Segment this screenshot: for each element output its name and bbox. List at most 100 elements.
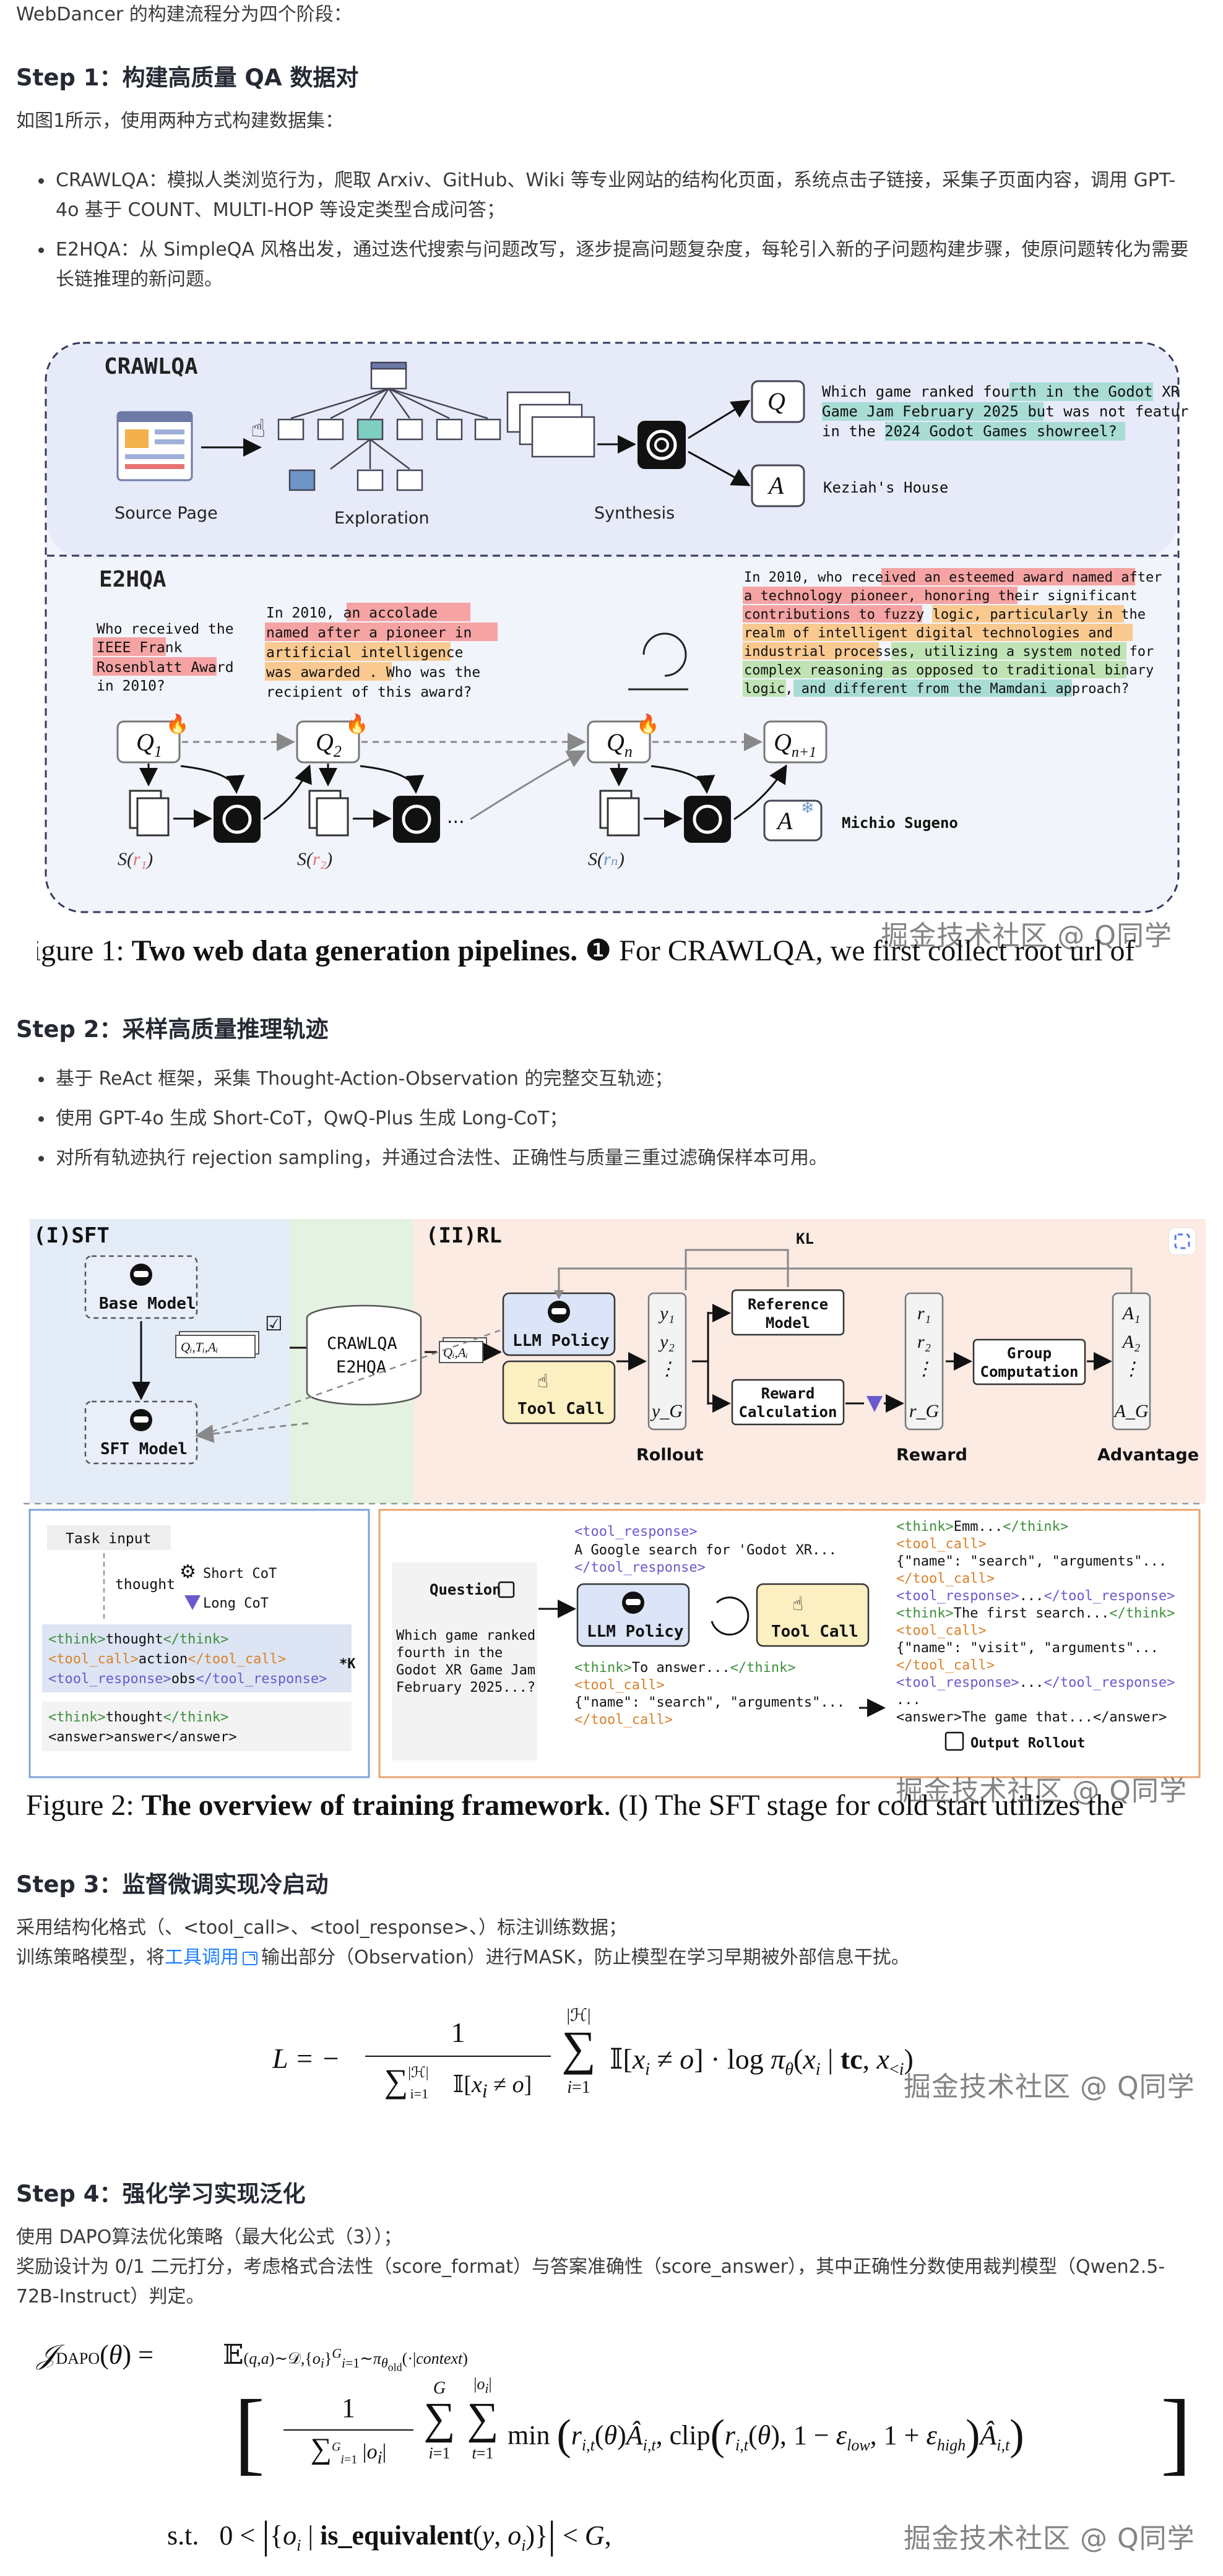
svg-text:complex reasoning as opposed t: complex reasoning as opposed to traditio… [744, 663, 1154, 678]
svg-text:y₂: y₂ [658, 1332, 675, 1352]
svg-text:Base Model: Base Model [99, 1294, 196, 1313]
svg-text:<tool_call>: <tool_call> [896, 1536, 987, 1552]
svg-text:Model: Model [766, 1314, 810, 1332]
list-item: 使用 GPT-4o 生成 Short-CoT，QwQ-Plus 生成 Long-… [16, 1104, 1198, 1134]
crawl-answer: Keziah's House [823, 479, 948, 496]
svg-text:⋮: ⋮ [658, 1359, 676, 1379]
reference-model-box [731, 1289, 845, 1336]
svg-text:Long CoT: Long CoT [203, 1596, 269, 1611]
svg-text:Task input: Task input [66, 1531, 151, 1547]
svg-text:<tool_call>: <tool_call> [574, 1678, 665, 1693]
svg-text:IEEE Frank: IEEE Frank [97, 640, 183, 656]
figure-1-diagram: CRAWLQA Source Page ☝ [45, 342, 1188, 913]
svg-text:LLM Policy: LLM Policy [512, 1332, 610, 1350]
pipeline-2: ... S(r₂) [297, 750, 586, 869]
step4-heading: Step 4：强化学习实现泛化 [16, 2181, 306, 2207]
base-model-box [84, 1255, 198, 1319]
svg-text:realm of intelligent digital t: realm of intelligent digital technologie… [744, 626, 1113, 641]
svg-text:fourth in the: fourth in the [396, 1645, 503, 1661]
svg-text:thought: thought [115, 1577, 175, 1593]
svg-text:<tool_response>...</tool_respo: <tool_response>...</tool_response> [896, 1675, 1175, 1691]
svg-text:Who received the: Who received the [97, 621, 234, 637]
pipeline-n: S(rₙ) [588, 764, 787, 869]
crawlqa-panel [47, 344, 1177, 558]
crawl-question: Which game ranked fourth in the Godot XR… [822, 382, 1188, 441]
svg-text:A₁: A₁ [1121, 1303, 1141, 1324]
figure-2-diagram: (I)SFT (II)RL Base Model SFT Model Qᵢ,Tᵢ… [24, 1219, 1206, 1778]
svg-text:was awarded . Who was the: was awarded . Who was the [266, 665, 480, 681]
svg-text:A: A [776, 807, 793, 835]
step2-heading: Step 2：采样高质量推理轨迹 [16, 1016, 329, 1043]
svg-text:Qᵢ,Aᵢ: Qᵢ,Aᵢ [443, 1345, 468, 1360]
figure-2: (I)SFT (II)RL Base Model SFT Model Qᵢ,Tᵢ… [17, 1213, 1206, 1844]
flame-icons: 🔥 🔥 🔥 [166, 713, 659, 735]
svg-text:<answer>The game that...</answ: <answer>The game that...</answer> [896, 1710, 1167, 1725]
svg-text:</tool_response>: </tool_response> [574, 1560, 706, 1575]
reward-calc-box [731, 1379, 845, 1426]
svg-text:Rosenblatt Award: Rosenblatt Award [97, 660, 234, 676]
svg-text:S(r₁): S(r₁) [118, 849, 153, 869]
list-item: E2HQA：从 SimpleQA 风格出发，通过迭代搜索与问题改写，逐步提高问题… [16, 235, 1198, 295]
a-letter: A [767, 472, 784, 499]
svg-text:S(rₙ): S(rₙ) [588, 849, 624, 869]
svg-text:Calculation: Calculation [739, 1403, 837, 1421]
step2-list: 基于 ReAct 框架，采集 Thought-Action-Observatio… [16, 1064, 1198, 1183]
loss-equation: L = − 1 ∑|ℋ|i=1 𝕀[xi ≠ o] |ℋ| ∑ i=1 𝕀[xi… [272, 2006, 1195, 2103]
llm-policy-box-2 [576, 1583, 690, 1647]
pipeline-1: S(r₁) [118, 764, 312, 869]
watermark: 掘金技术社区 @ Q同学 [904, 2523, 1195, 2554]
svg-text:(II)RL: (II)RL [426, 1223, 502, 1248]
r-column [904, 1292, 944, 1431]
svg-text:🔥: 🔥 [345, 713, 368, 735]
watermark: 掘金技术社区 @ Q同学 [904, 2071, 1195, 2103]
svg-text:Qᵢ,Tᵢ,Aᵢ: Qᵢ,Tᵢ,Aᵢ [181, 1340, 218, 1355]
task-input-box [47, 1525, 171, 1550]
svg-text:Short CoT: Short CoT [203, 1566, 277, 1582]
svg-text:In 2010, who received an estee: In 2010, who received an esteemed award … [744, 570, 1162, 585]
svg-text:Game Jam February 2025 but was: Game Jam February 2025 but was not featu… [822, 403, 1188, 420]
svg-text:Computation: Computation [980, 1363, 1079, 1381]
exploration-label: Exploration [334, 509, 430, 528]
step1-heading: Step 1：构建高质量 QA 数据对 [16, 64, 359, 91]
list-item: CRAWLQA：模拟人类浏览行为，爬取 Arxiv、GitHub、Wiki 等专… [16, 166, 1198, 225]
qa-docs: Qᵢ,Aᵢ [439, 1337, 487, 1363]
svg-text:LLM Policy: LLM Policy [587, 1622, 684, 1641]
watermark: 掘金技术社区 @ Q同学 [896, 1775, 1187, 1807]
click-hand-icon: ☝ [251, 415, 266, 443]
external-link-icon[interactable] [243, 1952, 257, 1965]
step1-lead: 如图1所示，使用两种方式构建数据集： [16, 110, 344, 132]
svg-text:⋮: ⋮ [1122, 1359, 1141, 1379]
svg-text:in 2010?: in 2010? [97, 678, 165, 694]
svg-text:</tool_call>: </tool_call> [574, 1712, 673, 1728]
tool-call-link[interactable]: 工具调用 [165, 1947, 239, 1968]
synthesis-label: Synthesis [594, 504, 675, 523]
svg-text:<think>To answer...</think>: <think>To answer...</think> [574, 1660, 796, 1676]
list-item: 基于 ReAct 框架，采集 Thought-Action-Observatio… [16, 1064, 1198, 1094]
svg-text:<tool_call>: <tool_call> [896, 1623, 987, 1639]
intro-text: WebDancer 的构建流程分为四个阶段： [16, 4, 352, 25]
q1-node [116, 720, 181, 764]
svg-text:A_G: A_G [1113, 1401, 1149, 1421]
svg-text:Reference: Reference [748, 1296, 828, 1313]
svg-text:r₁: r₁ [917, 1303, 931, 1324]
svg-text:Which game ranked: Which game ranked [396, 1628, 535, 1643]
svg-text:...: ... [447, 806, 465, 828]
loop-icon [628, 632, 688, 691]
svg-text:Reward: Reward [761, 1385, 815, 1402]
svg-text:☝: ☝ [537, 1371, 548, 1392]
qta-docs: Qᵢ,Tᵢ,Aᵢ ☑ [175, 1312, 283, 1358]
svg-text:CRAWLQA: CRAWLQA [327, 1334, 397, 1353]
step3-line1: 采用结构化格式（、<tool_call>、<tool_response>、）标注… [16, 1917, 627, 1939]
svg-text:</tool_call>: </tool_call> [896, 1571, 995, 1587]
group-comp-box [972, 1338, 1086, 1385]
svg-text:{"name": "visit", "arguments".: {"name": "visit", "arguments"... [896, 1640, 1159, 1656]
figure-1: CRAWLQA Source Page ☝ [37, 339, 1188, 983]
svg-text:🔥: 🔥 [636, 713, 659, 735]
step3-heading: Step 3：监督微调实现冷启动 [16, 1871, 329, 1898]
svg-text:<think>The first search...</th: <think>The first search...</think> [896, 1606, 1175, 1621]
svg-text:y₁: y₁ [658, 1303, 675, 1324]
svg-text:logic, and different from the: logic, and different from the Mamdani ap… [744, 681, 1130, 697]
expand-icon [1168, 1227, 1196, 1256]
step1-list: CRAWLQA：模拟人类浏览行为，爬取 Arxiv、GitHub、Wiki 等专… [16, 166, 1198, 304]
